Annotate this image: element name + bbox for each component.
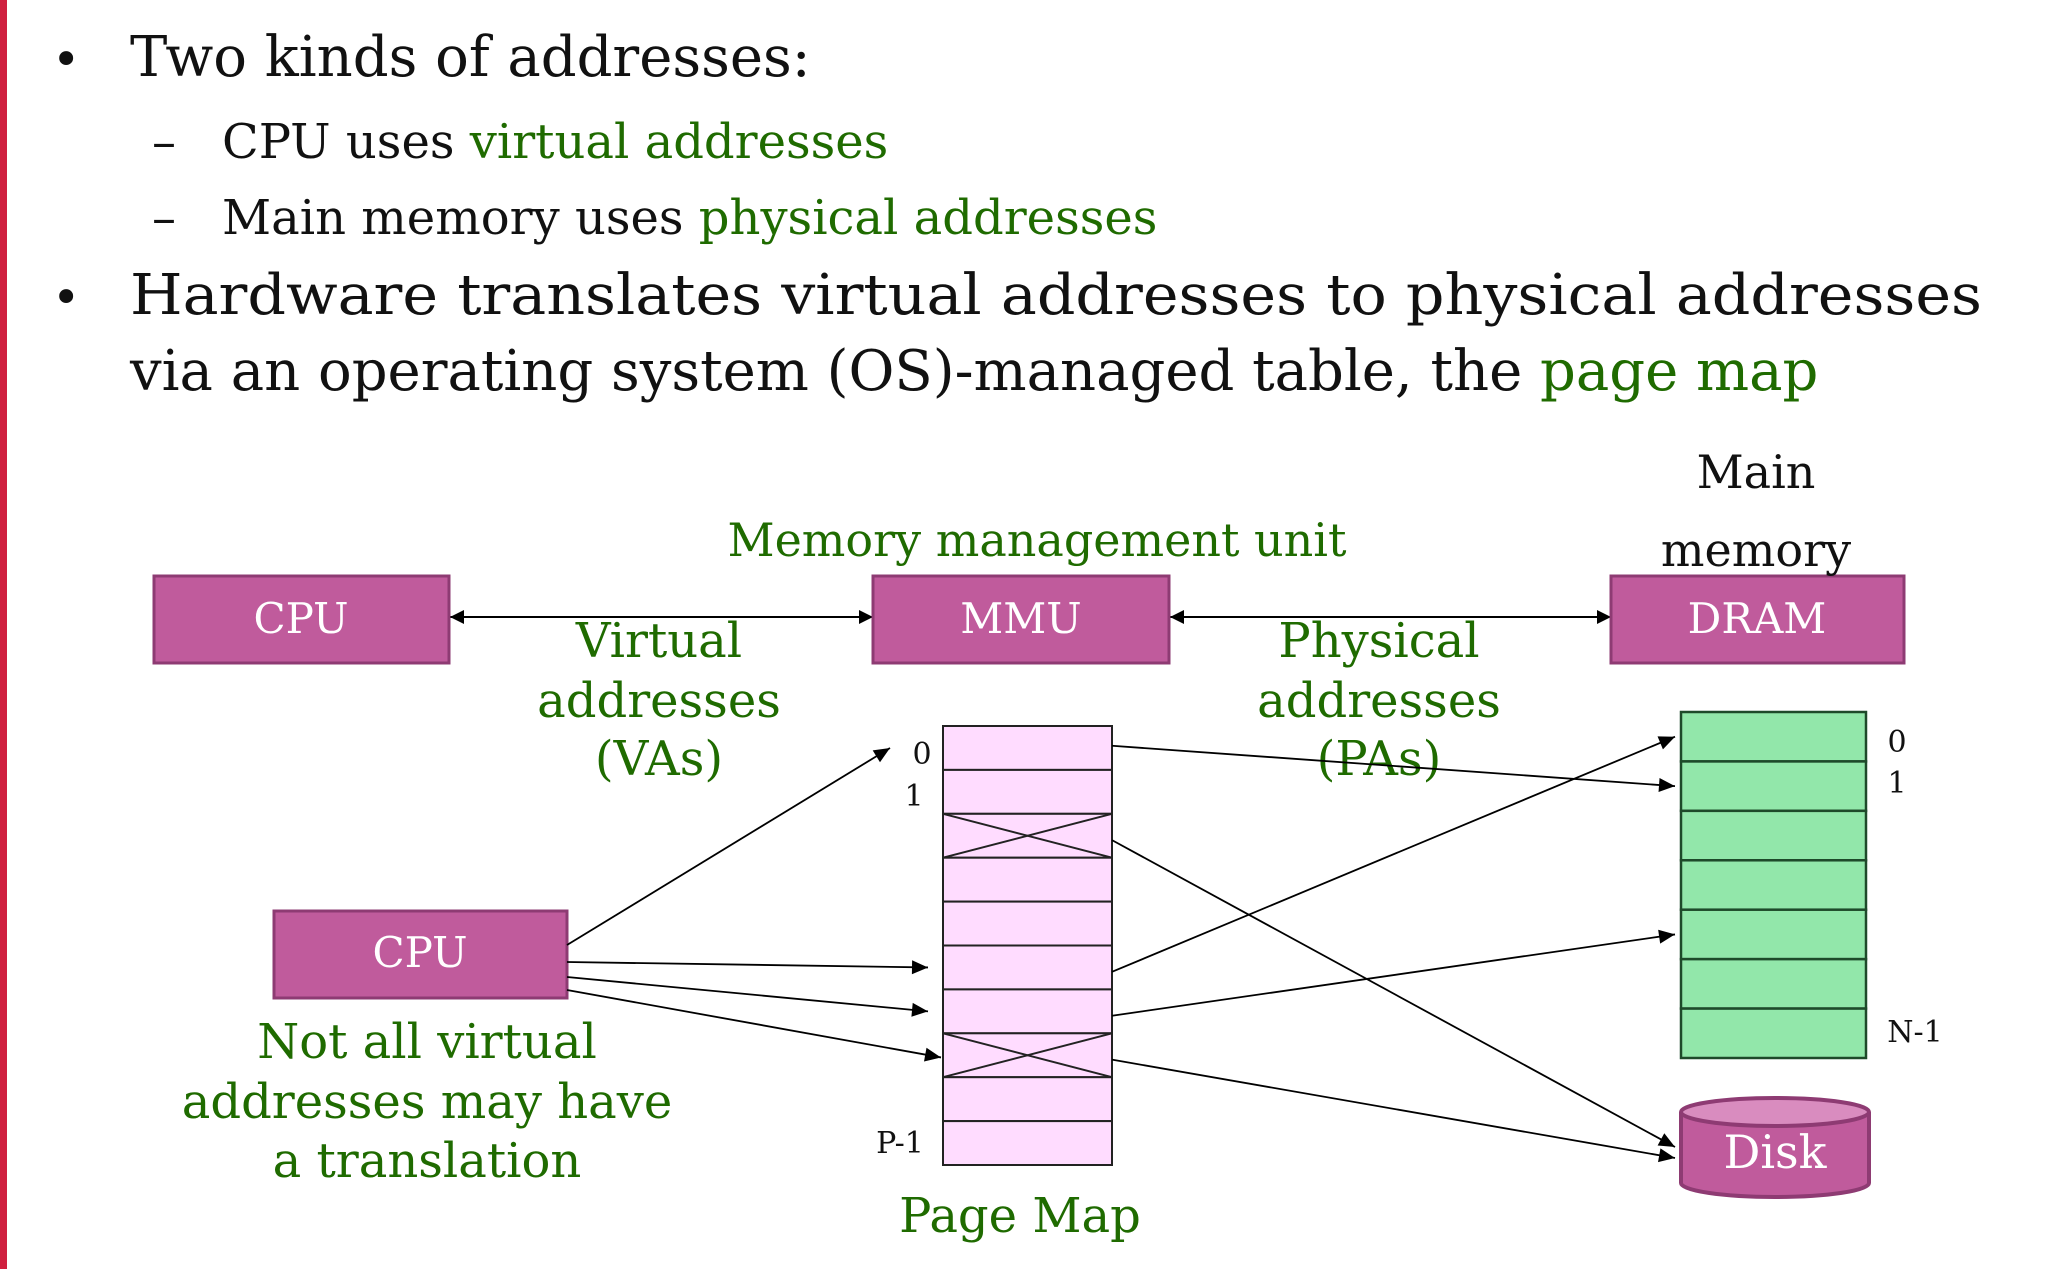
main-memory-caption-line-2: memory bbox=[1661, 523, 1851, 577]
page-map-row bbox=[942, 900, 1113, 947]
cpu-to-page-map-arrow bbox=[566, 976, 929, 1013]
cpu-caption-line-2: addresses may have bbox=[182, 1074, 673, 1130]
dram-box-label: DRAM bbox=[1688, 594, 1827, 643]
page-map-to-dram-arrow bbox=[1111, 744, 1676, 788]
physical-page-row bbox=[1679, 809, 1868, 862]
mapping-arrows bbox=[566, 735, 1676, 1163]
sub-item-2-highlight: physical addresses bbox=[699, 190, 1158, 246]
page-map-index-0: 0 bbox=[912, 737, 931, 772]
cpu-caption-line-3: a translation bbox=[273, 1133, 582, 1189]
sub-item-1-highlight: virtual addresses bbox=[469, 114, 889, 170]
physical-page-row bbox=[1679, 710, 1868, 763]
page-map-title: Page Map bbox=[899, 1188, 1141, 1244]
physical-page-row bbox=[1679, 957, 1868, 1010]
cpu-box-top bbox=[152, 574, 451, 665]
main-memory-caption-line-1: Main bbox=[1697, 445, 1816, 499]
slide-accent-bar bbox=[0, 0, 7, 1269]
page-map-to-dram-arrow-head bbox=[1658, 929, 1675, 944]
virtual-caption-line-3: (VAs) bbox=[595, 731, 723, 787]
physical-caption-line-2: addresses bbox=[1257, 673, 1501, 729]
page-map-to-dram-arrow bbox=[1111, 933, 1676, 1017]
invalid-entry-cross bbox=[942, 812, 1113, 859]
physical-page-row bbox=[1679, 1007, 1868, 1060]
disk-label: Disk bbox=[1723, 1125, 1827, 1179]
cpu-to-page-map-arrow bbox=[566, 747, 891, 946]
dash-glyph: – bbox=[152, 114, 176, 170]
virtual-caption-line-1: Virtual bbox=[575, 613, 742, 669]
bullet-2-line-2-highlight: page map bbox=[1540, 339, 1818, 404]
bullet-2-line-2: via an operating system (OS)-managed tab… bbox=[129, 339, 1818, 404]
dram-index-last: N-1 bbox=[1887, 1015, 1942, 1050]
cpu-to-page-map-arrow-head bbox=[911, 960, 928, 975]
cpu-caption-line-1: Not all virtual bbox=[257, 1014, 597, 1070]
physical-memory-column bbox=[1679, 710, 1868, 1060]
cpu-box-lower bbox=[272, 909, 569, 1000]
virtual-caption-line-2: addresses bbox=[537, 673, 781, 729]
sub-item-1: CPU uses virtual addresses bbox=[222, 114, 888, 170]
physical-page-row bbox=[1679, 908, 1868, 961]
disk-body bbox=[1679, 1112, 1871, 1199]
page-map-row bbox=[942, 856, 1113, 903]
physical-caption-line-3: (PAs) bbox=[1317, 731, 1442, 787]
page-map-to-dram-arrow bbox=[1111, 735, 1676, 973]
disk-top bbox=[1679, 1096, 1871, 1128]
sub-item-2: Main memory uses physical addresses bbox=[222, 190, 1157, 246]
page-map-index-last: P-1 bbox=[876, 1126, 924, 1161]
physical-caption-line-1: Physical bbox=[1278, 613, 1479, 669]
dram-index-0: 0 bbox=[1887, 725, 1906, 760]
sub-item-1-plain: CPU uses bbox=[222, 114, 470, 170]
bullet-2-line-1: Hardware translates virtual addresses to… bbox=[130, 263, 1982, 328]
page-map-to-disk-arrow-head bbox=[1658, 1148, 1675, 1163]
dram-box bbox=[1609, 574, 1906, 665]
bullet-glyph: • bbox=[52, 32, 80, 88]
top-row-diagram: CPU MMU DRAM Memory management unit Main… bbox=[152, 445, 1906, 787]
arrowhead-left-cpu bbox=[450, 610, 464, 624]
physical-page-row bbox=[1679, 859, 1868, 911]
page-map-row bbox=[942, 988, 1113, 1035]
mmu-caption: Memory management unit bbox=[727, 513, 1347, 567]
cpu-to-page-map-arrow bbox=[566, 961, 929, 969]
translation-diagram: 0 1 P-1 Page Map 0 1 N-1 Disk CPU Not al… bbox=[182, 710, 1943, 1244]
physical-page-row bbox=[1679, 760, 1868, 813]
cpu-to-page-map-arrow-head bbox=[872, 748, 890, 763]
bullet-2-line-2-plain: via an operating system (OS)-managed tab… bbox=[129, 339, 1540, 404]
page-map bbox=[942, 725, 1113, 1166]
page-map-to-disk-arrow-head bbox=[1657, 1133, 1675, 1147]
cpu-box-top-label: CPU bbox=[253, 594, 348, 643]
invalid-entry-cross bbox=[942, 1032, 1113, 1079]
mmu-box bbox=[871, 574, 1171, 665]
cpu-to-page-map-arrow-head bbox=[924, 1047, 941, 1062]
cpu-to-page-map-arrow-head bbox=[911, 1002, 928, 1017]
page-map-to-disk-arrow bbox=[1111, 1058, 1676, 1159]
page-map-row bbox=[942, 1120, 1113, 1166]
page-map-to-dram-arrow-head bbox=[1658, 778, 1675, 792]
page-map-to-disk-arrow bbox=[1111, 839, 1676, 1148]
bullet-list: • Two kinds of addresses: – CPU uses vir… bbox=[52, 25, 1982, 404]
sub-item-2-plain: Main memory uses bbox=[222, 190, 699, 246]
page-map-row bbox=[942, 1076, 1113, 1123]
cpu-to-page-map-arrow bbox=[566, 989, 942, 1059]
arrowhead-left-mmu bbox=[1170, 610, 1184, 624]
page-map-row bbox=[942, 725, 1113, 771]
disk: Disk bbox=[1679, 1096, 1871, 1199]
cpu-box-lower-label: CPU bbox=[372, 928, 467, 977]
dash-glyph: – bbox=[152, 190, 176, 246]
page-map-row bbox=[942, 768, 1113, 815]
mmu-box-label: MMU bbox=[960, 594, 1081, 643]
page-map-to-dram-arrow-head bbox=[1657, 736, 1675, 750]
dram-index-1: 1 bbox=[1887, 766, 1906, 801]
bullet-glyph: • bbox=[52, 270, 80, 326]
page-map-index-1: 1 bbox=[904, 779, 923, 814]
bullet-1-text: Two kinds of addresses: bbox=[130, 25, 811, 90]
page-map-row bbox=[942, 944, 1113, 991]
